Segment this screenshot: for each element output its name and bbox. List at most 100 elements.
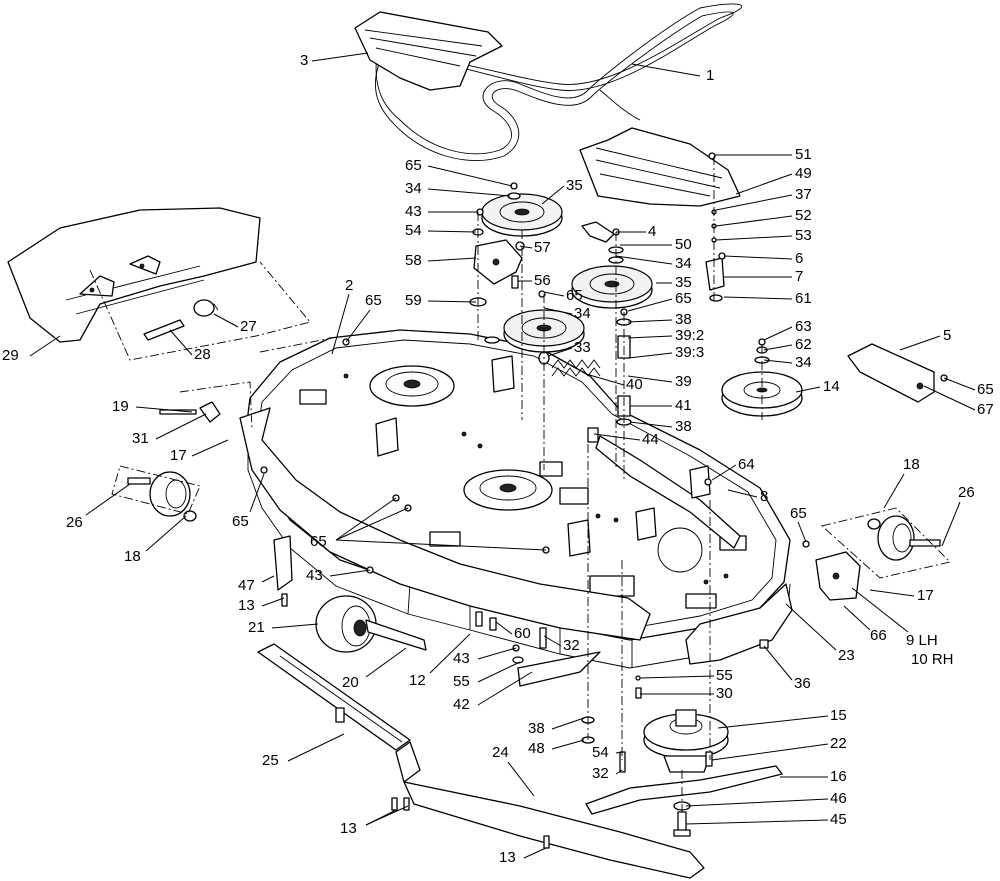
wheel-mount-9-10 (815, 551, 861, 601)
leader-line (727, 489, 758, 498)
leader-line (631, 63, 701, 77)
callout-number: 26 (66, 514, 83, 531)
callout-number: 47 (238, 577, 255, 594)
callout-number: 63 (795, 318, 812, 335)
belt-cover-left (354, 11, 503, 91)
callout-c67: 67 (923, 385, 994, 418)
bracket-7 (705, 257, 725, 291)
callout-number: 39:2 (675, 327, 704, 344)
callout-number: 65 (365, 292, 382, 309)
callout-c9: 9 LH (851, 587, 938, 649)
leader-line (507, 761, 535, 797)
leader-line (345, 309, 371, 343)
callout-number: 65 (405, 157, 422, 174)
callout-c48: 48 (528, 739, 585, 757)
leader-line (923, 385, 976, 411)
callout-c27: 27 (213, 313, 257, 335)
callout-number: 39 (675, 373, 692, 390)
callout-c4: 4 (616, 223, 656, 240)
leader-line (427, 188, 511, 197)
leader-line (711, 464, 737, 481)
callout-number: 61 (795, 290, 812, 307)
callout-number: 52 (795, 207, 812, 224)
leader-line (155, 413, 207, 440)
leader-line (615, 769, 623, 775)
callout-c45: 45 (685, 811, 847, 828)
spring-40 (551, 359, 601, 377)
leader-line (523, 847, 547, 859)
callout-number: 51 (795, 146, 812, 163)
leader-line (717, 715, 829, 729)
leader-line (627, 319, 673, 323)
callout-c38c: 38 (528, 717, 585, 737)
leader-line (551, 717, 585, 730)
leader-line (627, 335, 673, 339)
callout-c30: 30 (640, 685, 733, 702)
leader-line (135, 406, 193, 413)
callout-c31: 31 (132, 413, 207, 447)
callout-number: 62 (795, 336, 812, 353)
leader-line (715, 194, 793, 211)
callout-number: 64 (738, 456, 755, 473)
callout-number: 55 (716, 667, 733, 684)
callout-number: 6 (795, 250, 803, 267)
callout-number: 65 (310, 533, 327, 550)
callout-c59: 59 (405, 292, 477, 309)
leader-line (763, 645, 793, 681)
callout-number: 3 (300, 52, 308, 69)
idler-pulley-35b (571, 265, 653, 309)
callout-c15: 15 (717, 707, 847, 729)
callout-number: 55 (453, 673, 470, 690)
callout-number: 32 (563, 637, 580, 654)
callout-c22: 22 (711, 735, 847, 761)
callout-number: 36 (794, 675, 811, 692)
callout-c63: 63 (763, 318, 812, 341)
leader-line (287, 733, 345, 762)
leader-line (213, 313, 239, 328)
callout-c21: 21 (248, 619, 319, 636)
callout-number: 5 (943, 327, 951, 344)
callout-c26a: 26 (66, 483, 131, 531)
callout-c44: 44 (593, 431, 659, 448)
callout-number: 45 (830, 811, 847, 828)
callout-c16: 16 (780, 768, 847, 785)
callout-number: 8 (760, 488, 768, 505)
callout-number: 27 (240, 318, 257, 335)
callout-c53: 53 (715, 227, 812, 244)
callout-number: 65 (790, 505, 807, 522)
callout-c18b: 18 (883, 456, 920, 509)
leader-line (615, 255, 673, 265)
callout-c1: 1 (631, 63, 714, 84)
callout-c38b: 38 (629, 418, 692, 435)
callout-number: 21 (248, 619, 265, 636)
callout-c51: 51 (714, 146, 812, 163)
callout-number: 16 (830, 768, 847, 785)
callout-number: 2 (345, 277, 353, 294)
callout-number: 14 (823, 378, 840, 395)
callout-number: 65 (675, 290, 692, 307)
leader-line (627, 352, 673, 359)
callout-number: 46 (830, 790, 847, 807)
callout-c55a: 55 (453, 661, 521, 690)
leader-line (629, 421, 673, 428)
callout-number: 33 (574, 339, 591, 356)
callout-c43a: 43 (405, 203, 478, 220)
callout-number: 50 (675, 236, 692, 253)
leader-line (899, 335, 941, 351)
callout-number: 18 (903, 456, 920, 473)
callout-c46: 46 (685, 790, 847, 807)
leader-line (593, 433, 641, 441)
callout-c54b: 54 (592, 744, 623, 761)
leader-line (85, 483, 131, 516)
leader-line (331, 293, 350, 355)
callout-c36: 36 (763, 645, 811, 692)
callout-number: 65 (977, 381, 994, 398)
callout-c60: 60 (495, 621, 531, 642)
callout-number: 17 (917, 587, 934, 604)
chute-spring (193, 299, 219, 317)
callout-number: 40 (626, 376, 643, 393)
callout-number: 30 (716, 685, 733, 702)
leader-line (261, 575, 275, 583)
callout-c13a: 13 (238, 597, 285, 614)
